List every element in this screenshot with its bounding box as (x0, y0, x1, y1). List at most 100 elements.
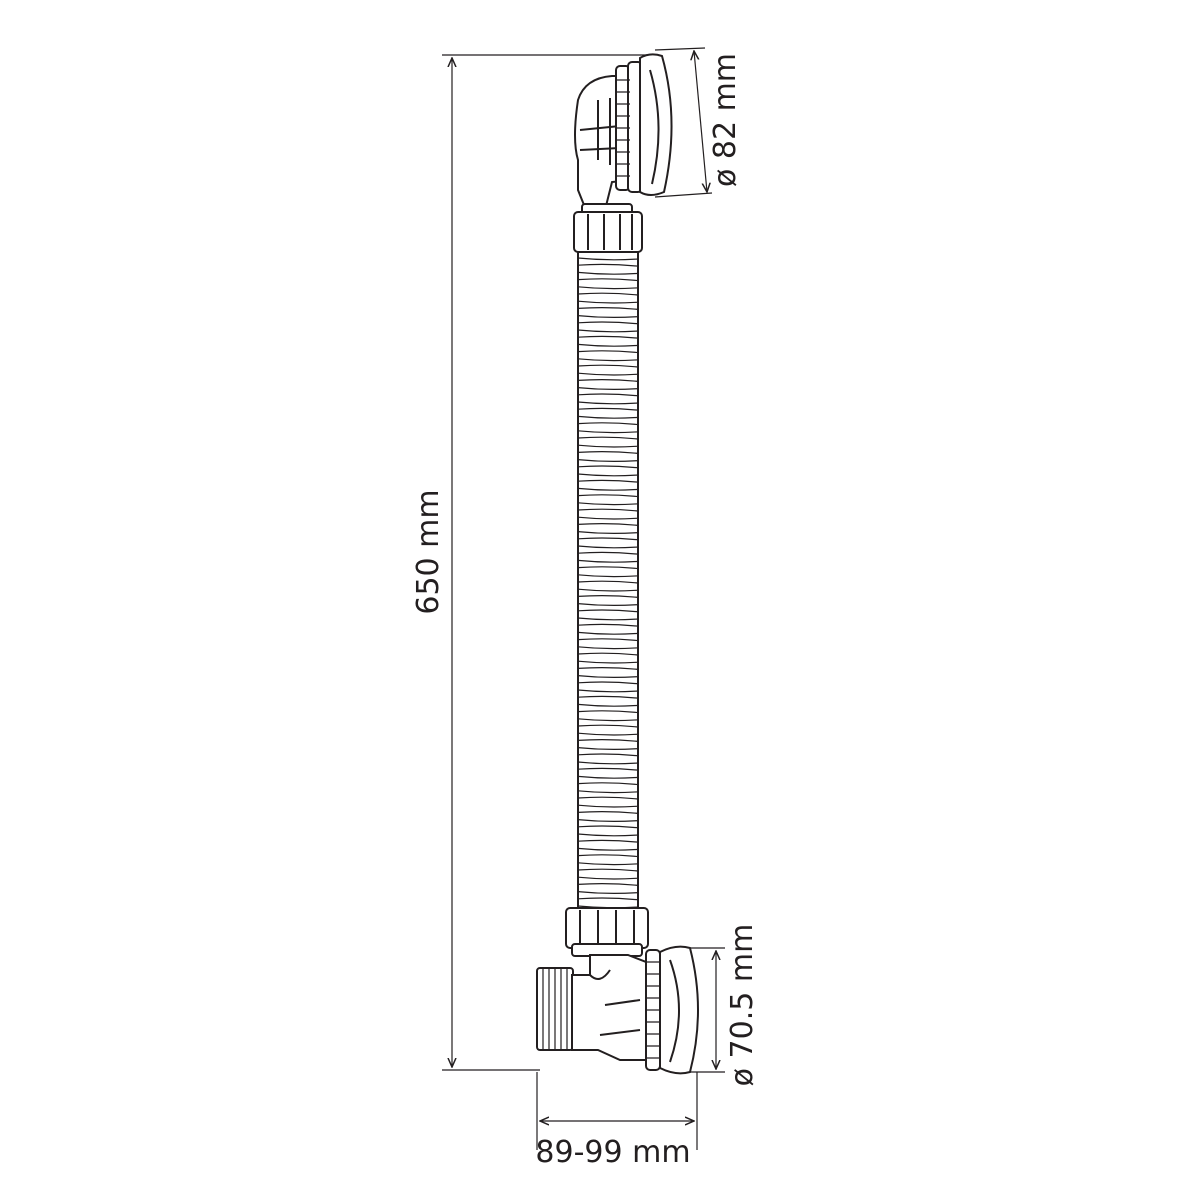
hose-rib (577, 444, 639, 448)
overflow-head (574, 53, 673, 211)
hose-rib (577, 718, 639, 722)
hose-rib (577, 724, 639, 728)
height-dimension: 650 mm (411, 54, 650, 1071)
hose-rib (577, 710, 639, 714)
hose-rib (577, 646, 639, 650)
corrugated-hose (577, 251, 639, 913)
hose-rib (577, 335, 639, 339)
hose-rib (577, 739, 639, 742)
hose-rib (577, 897, 639, 901)
hose-rib (577, 825, 639, 829)
hose-rib (577, 638, 639, 642)
hose-rib (577, 286, 639, 290)
hose-rib (577, 329, 639, 333)
drain-plug-face (669, 959, 680, 1063)
hose-rib (577, 379, 639, 382)
hose-rib (577, 796, 639, 800)
hose-rib (577, 263, 639, 267)
hose-rib (577, 652, 639, 656)
hose-rib (577, 595, 639, 598)
top-diameter-dimension: ø 82 mm (654, 47, 743, 198)
hose-rib (577, 854, 639, 858)
hose-rib (577, 747, 639, 750)
hose-rib (577, 436, 639, 440)
width-label: 89-99 mm (535, 1135, 690, 1170)
overflow-thread (616, 79, 630, 177)
hose-rib (577, 364, 639, 368)
top-diameter-extension-bottom (654, 192, 713, 198)
top-diameter-dimension-line (694, 51, 707, 192)
hose-rib (577, 343, 639, 347)
hose-rib (577, 559, 639, 563)
hose-rib (577, 487, 639, 491)
hose-rib (577, 623, 639, 627)
hose-rib (577, 531, 639, 534)
hose-rib (577, 732, 639, 736)
hose-rib (577, 675, 639, 678)
hose-rib (577, 523, 639, 526)
hose-rib (577, 415, 639, 419)
hose-rib (577, 358, 639, 362)
hose-rib (577, 819, 639, 822)
top-union-nut (573, 203, 643, 253)
hose-rib (577, 811, 639, 814)
hose-rib (577, 588, 639, 592)
top-diameter-extension-top (654, 47, 706, 51)
hose-rib (577, 271, 639, 275)
hose-rib (577, 868, 639, 872)
top-nut-grip-ridges (587, 214, 633, 250)
hose-rib (577, 502, 639, 506)
hose-rib (577, 617, 639, 621)
hose-rib (577, 891, 639, 894)
hose-rib (577, 574, 639, 578)
hose-rib (577, 545, 639, 549)
overflow-cover-face (649, 69, 660, 185)
hose-rib (577, 372, 639, 376)
drain-thread (646, 961, 660, 1059)
overflow-elbow-ribs (579, 125, 621, 151)
hose-rib (577, 631, 639, 635)
hose-rib (577, 580, 639, 584)
hose-rib (577, 516, 639, 520)
hose-rib (577, 430, 639, 434)
hose-rib (577, 833, 639, 837)
hose-rib (577, 566, 639, 570)
waste-outlet (536, 945, 699, 1075)
hose-rib (577, 862, 639, 866)
hose-rib (577, 465, 639, 469)
hose-rib (577, 401, 639, 405)
hose-rib (577, 695, 639, 699)
width-dimension: 89-99 mm (535, 1072, 698, 1170)
hose-rib (577, 350, 639, 354)
hose-rib (577, 537, 639, 541)
drain-body-contours (589, 969, 641, 1036)
hose-rib (577, 315, 639, 318)
hose-rib (577, 876, 639, 880)
hose-rib (577, 494, 639, 498)
hose-rib (577, 603, 639, 606)
overflow-cover-plate (639, 53, 673, 196)
bottom-diameter-label: ø 70.5 mm (725, 924, 760, 1087)
hose-rib (577, 257, 639, 261)
hose-rib (577, 451, 639, 454)
hose-rib (577, 667, 639, 670)
bottom-nut-grip-ridges (579, 910, 635, 946)
bottom-diameter-dimension: ø 70.5 mm (680, 924, 760, 1087)
hose-rib (577, 300, 639, 304)
hose-rib (577, 422, 639, 426)
hose-rib (577, 473, 639, 477)
hose-rib (577, 660, 639, 664)
hose-rib (577, 387, 639, 390)
hose-rib (577, 839, 639, 843)
hose-rib (577, 278, 639, 282)
hose-rib (577, 681, 639, 685)
top-diameter-label: ø 82 mm (708, 53, 743, 187)
overflow-elbow-facets (597, 98, 611, 165)
height-label: 650 mm (411, 489, 446, 614)
hose-rib (577, 292, 639, 296)
hose-rib (577, 508, 639, 512)
hose-rib (577, 883, 639, 886)
hose-rib (577, 459, 639, 462)
hose-rib (577, 804, 639, 808)
hose-rib (577, 775, 639, 779)
